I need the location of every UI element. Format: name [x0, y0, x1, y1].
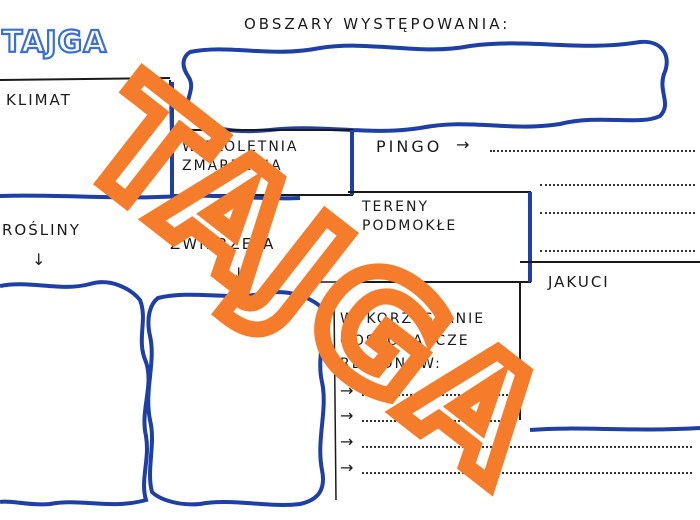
pingo-answer-line-2[interactable] [540, 184, 695, 186]
logo-text: TAJGA [2, 25, 107, 60]
arrow-down-icon: ↓ [232, 264, 246, 283]
rosliny-label: ROŚLINY [2, 221, 81, 239]
arrow-right-icon: → [340, 381, 354, 400]
pingo-answer-line-3[interactable] [540, 212, 695, 214]
arrow-right-icon: → [456, 135, 470, 154]
wykorzystanie-line-2[interactable] [362, 420, 512, 422]
klimat-line [0, 77, 171, 81]
arrow-down-icon: ↓ [32, 250, 46, 269]
arrow-right-icon: → [340, 432, 354, 451]
wykorzystanie-line-3[interactable] [362, 446, 692, 448]
wieloletnia-label: WIELOLETNIA ZMARZLINA [182, 139, 299, 174]
klimat-label: KLIMAT [6, 91, 72, 109]
zwierzeta-box [146, 290, 326, 507]
wykorzystanie-line-4[interactable] [362, 472, 692, 474]
tereny-label: TERENY PODMOKŁE [362, 199, 458, 234]
jakuci-label: JAKUCI [548, 273, 610, 291]
pingo-answer-line-1[interactable] [490, 150, 695, 152]
pingo-label: PINGO [376, 137, 443, 156]
rosliny-divider [0, 193, 301, 201]
rosliny-box [0, 280, 151, 507]
obszary-heading: OBSZARY WYSTĘPOWANIA: [244, 15, 511, 33]
arrow-right-icon: → [340, 458, 354, 477]
obszary-box [181, 39, 669, 134]
logo: TAJGA [1, 24, 108, 61]
zwierzeta-label: ZWIERZĘTA [170, 235, 276, 253]
wykorzystanie-line-1[interactable] [362, 394, 512, 396]
arrow-right-icon: → [340, 406, 354, 425]
wykorzystanie-label: WYKORZYSTANIE GOSPODARCZE REGIONÓW: [340, 311, 486, 372]
pingo-answer-line-4[interactable] [540, 250, 695, 252]
